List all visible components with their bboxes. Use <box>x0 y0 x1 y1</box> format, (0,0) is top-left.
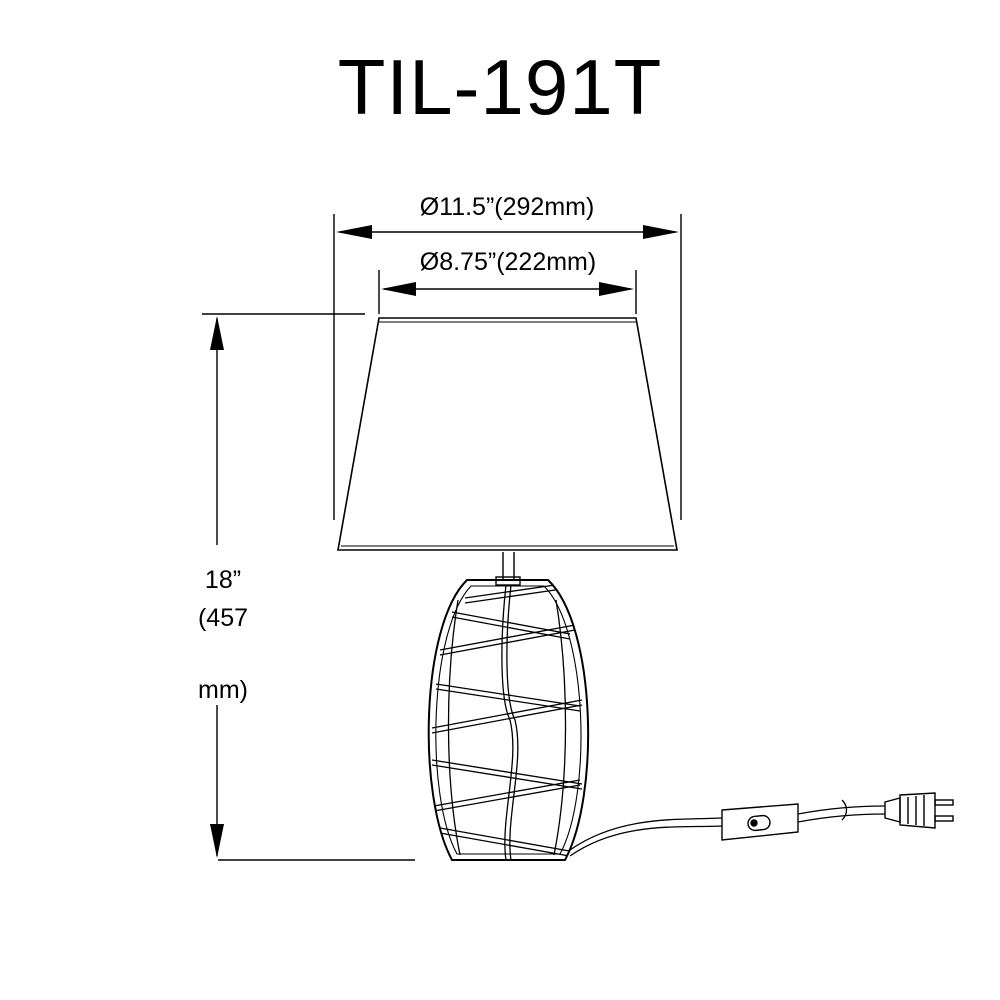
shade-top-diameter-label: Ø8.75”(222mm) <box>419 248 597 276</box>
height-label-inches: 18” <box>204 566 242 594</box>
lamp-shade <box>337 317 678 551</box>
dimension-top-width <box>378 270 637 314</box>
height-label-mm-close: mm) <box>198 676 248 704</box>
arrow-right <box>599 282 634 296</box>
dimension-height <box>202 313 415 861</box>
arrow-left <box>381 282 416 296</box>
arrow-left <box>336 225 372 239</box>
lamp-base <box>427 579 590 861</box>
model-number-title: TIL-191T <box>337 43 663 131</box>
dimension-outer-width <box>333 214 682 520</box>
arrow-right <box>643 225 679 239</box>
plug <box>884 792 954 829</box>
shade-bottom-diameter-label: Ø11.5”(292mm) <box>419 193 595 221</box>
arrow-down <box>210 824 224 858</box>
power-cord <box>569 799 886 857</box>
inline-switch <box>721 803 799 841</box>
height-label-mm-open: (457 <box>197 604 249 632</box>
arrow-up <box>210 316 224 350</box>
